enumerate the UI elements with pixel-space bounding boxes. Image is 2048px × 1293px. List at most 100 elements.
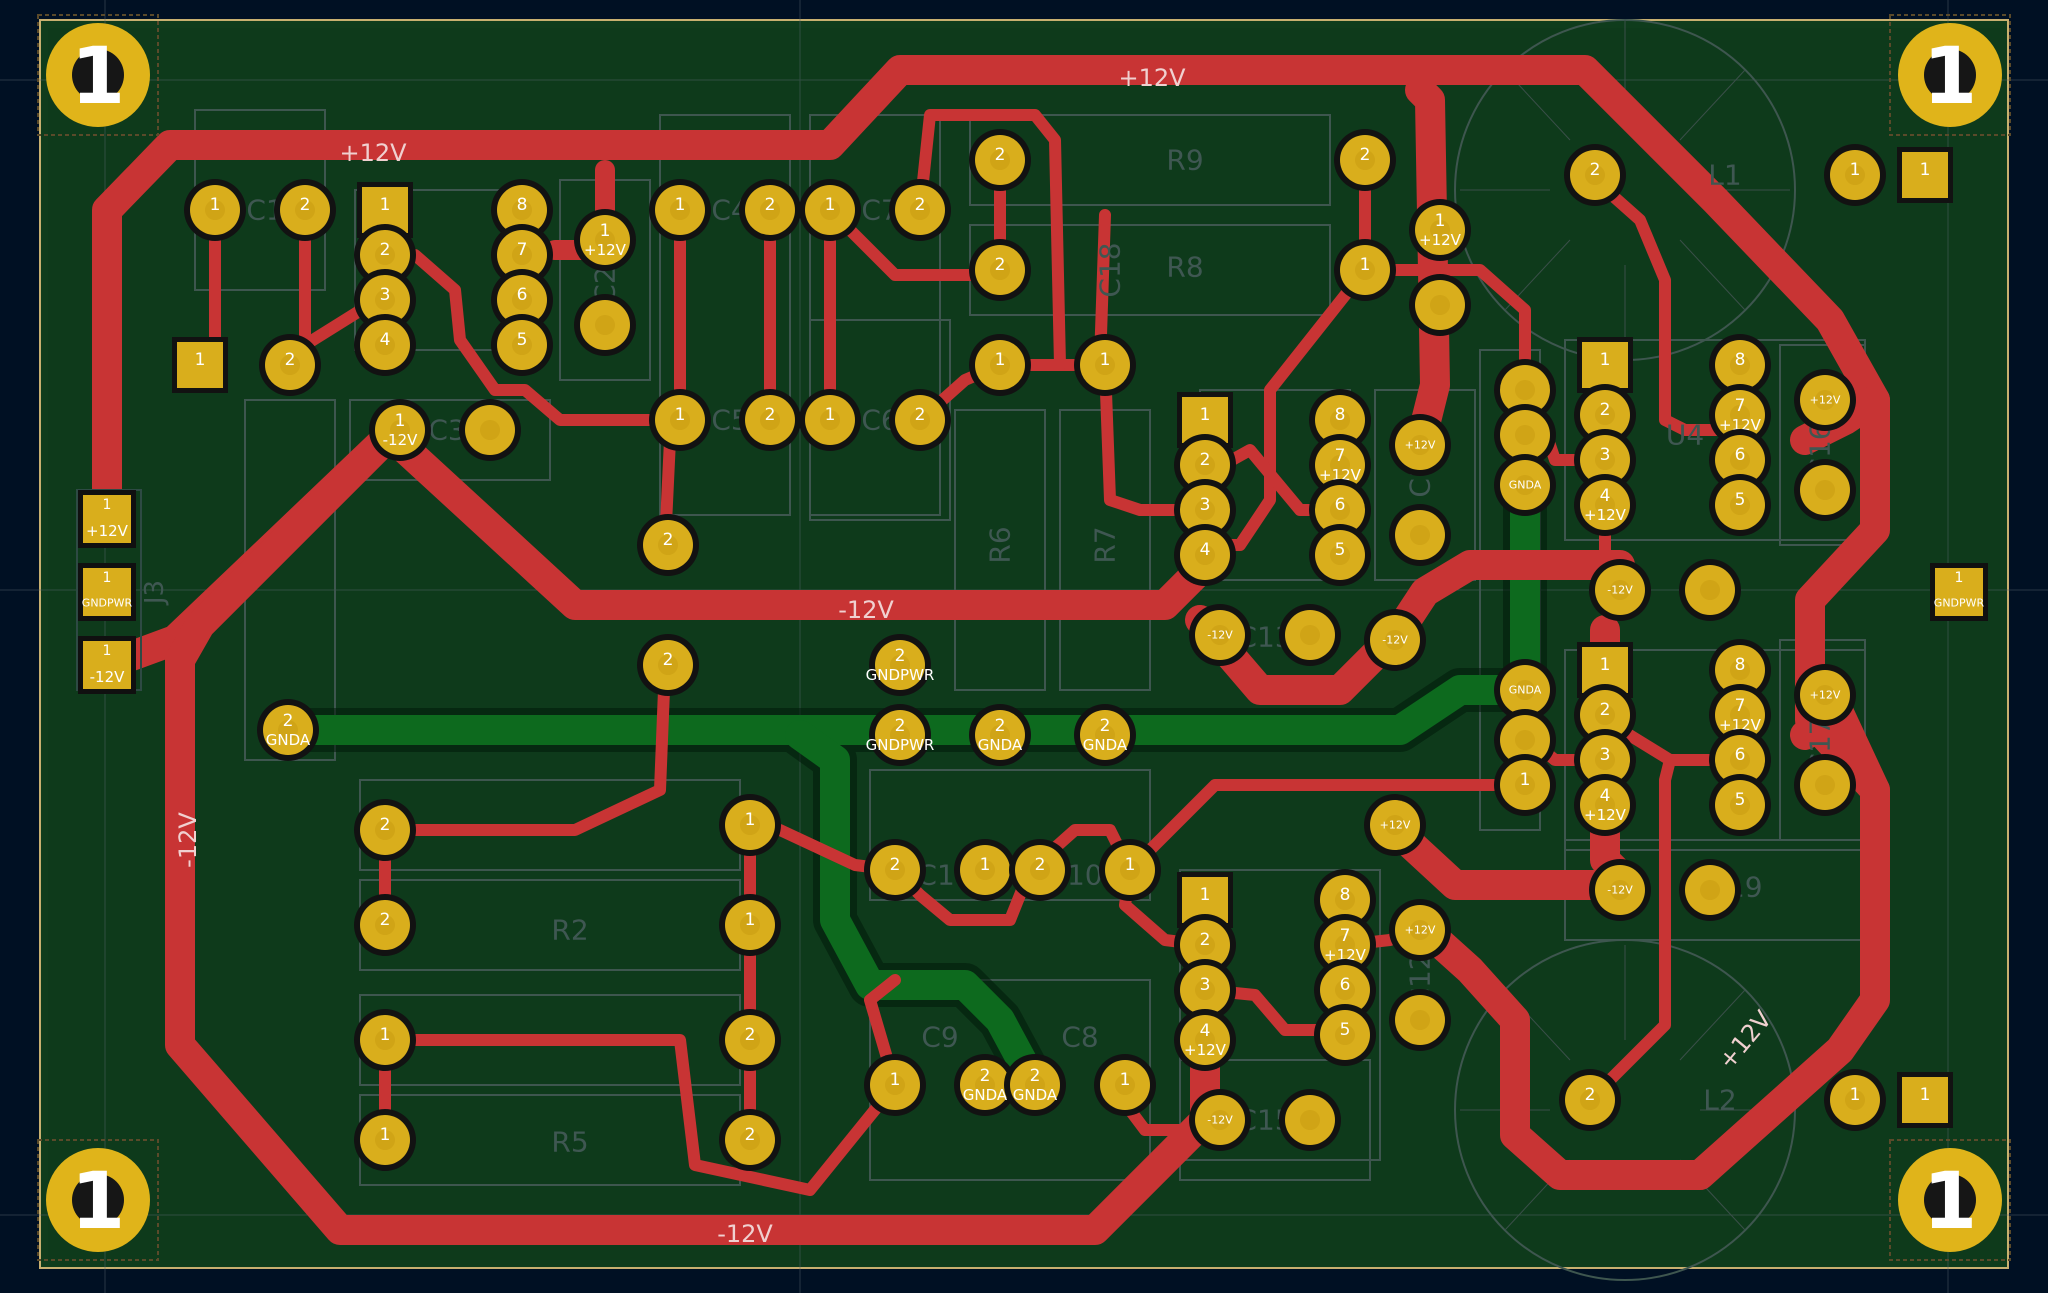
pad[interactable]: 5 (1314, 1004, 1376, 1066)
pad[interactable]: 2 (354, 894, 416, 956)
pad[interactable]: 7+12V (1709, 384, 1771, 446)
pad[interactable] (574, 294, 636, 356)
pad[interactable]: 1 (954, 839, 1016, 901)
pad[interactable] (1794, 459, 1856, 521)
pad[interactable] (1679, 559, 1741, 621)
pad[interactable]: 3 (1574, 429, 1636, 491)
pad[interactable]: 1 (1577, 642, 1633, 698)
pad[interactable]: 4 (354, 314, 416, 376)
pad[interactable]: 1+12V (1409, 199, 1471, 261)
pad[interactable]: 6 (1709, 729, 1771, 791)
pad[interactable]: 2 (354, 224, 416, 286)
pad[interactable]: 7+12V (1314, 914, 1376, 976)
pad[interactable]: 4 (1174, 524, 1236, 586)
pad[interactable]: 1 (1897, 1072, 1953, 1128)
pad[interactable]: 1 (649, 179, 711, 241)
pad[interactable]: 8 (1309, 389, 1371, 451)
pad[interactable]: -12V (1589, 859, 1651, 921)
pad[interactable]: 7 (491, 224, 553, 286)
pad[interactable]: 7+12V (1709, 684, 1771, 746)
pad[interactable]: 4+12V (1574, 474, 1636, 536)
pad[interactable]: 2 (354, 799, 416, 861)
pad[interactable]: 1 (1897, 147, 1953, 203)
pad[interactable]: 2 (637, 514, 699, 576)
pad[interactable] (1494, 404, 1556, 466)
connector-j3[interactable]: 1 +12V 1 GNDPWR 1 -12V J3 (76, 489, 170, 694)
pad[interactable]: 2 (1574, 684, 1636, 746)
pad[interactable]: 2 (739, 179, 801, 241)
pad[interactable]: 2 (1574, 384, 1636, 446)
pad[interactable]: 2 (1174, 914, 1236, 976)
pad[interactable]: 2 (1334, 129, 1396, 191)
pad[interactable]: GNDA (1494, 454, 1556, 516)
mount-hole[interactable]: 1 (37, 14, 159, 136)
pad[interactable]: 1 (1824, 1069, 1886, 1131)
pad[interactable]: 3 (1174, 959, 1236, 1021)
mount-hole[interactable]: 1 (1889, 14, 2011, 136)
pad[interactable]: 5 (1709, 774, 1771, 836)
pad[interactable] (1494, 709, 1556, 771)
pad[interactable]: 4+12V (1174, 1009, 1236, 1071)
pad[interactable]: 2 (1009, 839, 1071, 901)
pad[interactable]: 1 (719, 794, 781, 856)
pad[interactable]: 1-12V (369, 399, 431, 461)
pad[interactable]: 1+12V (574, 209, 636, 271)
pad[interactable]: 3 (354, 269, 416, 331)
pad[interactable]: 1 (354, 1109, 416, 1171)
pad[interactable]: +12V (1389, 899, 1451, 961)
pad[interactable]: 1 (354, 1009, 416, 1071)
pad[interactable]: 1 (969, 334, 1031, 396)
pad[interactable]: 2 (1564, 144, 1626, 206)
pad[interactable]: 1 (649, 389, 711, 451)
pad[interactable]: 5 (1309, 524, 1371, 586)
pad[interactable]: 1 (1334, 239, 1396, 301)
connector-right-gndpwr[interactable]: 1 GNDPWR (1930, 563, 1988, 621)
pad[interactable] (1409, 274, 1471, 336)
j3-pin-plus12v[interactable]: 1 +12V (78, 490, 136, 548)
pad[interactable]: -12V (1189, 1089, 1251, 1151)
pad[interactable]: 2 (889, 389, 951, 451)
pad[interactable]: 1 (864, 1054, 926, 1116)
pad[interactable]: 1 (719, 894, 781, 956)
pad[interactable]: 8 (491, 179, 553, 241)
pad[interactable]: -12V (1589, 559, 1651, 621)
pad[interactable]: 2 (719, 1109, 781, 1171)
pad[interactable]: 1 (1099, 839, 1161, 901)
pad[interactable]: +12V (1794, 664, 1856, 726)
mount-hole[interactable]: 1 (1889, 1139, 2011, 1261)
pad[interactable]: 6 (1309, 479, 1371, 541)
pad[interactable]: 2 (969, 129, 1031, 191)
pad[interactable]: 1 (1074, 334, 1136, 396)
pad[interactable] (1389, 989, 1451, 1051)
pad[interactable]: 2 (1559, 1069, 1621, 1131)
j3-pin-gndpwr[interactable]: 1 GNDPWR (78, 563, 136, 621)
pad[interactable]: 2 (719, 1009, 781, 1071)
pad[interactable]: 8 (1709, 334, 1771, 396)
pad[interactable] (1279, 1089, 1341, 1151)
pad[interactable] (1794, 754, 1856, 816)
pad[interactable]: 1 (799, 389, 861, 451)
pad[interactable]: 8 (1314, 869, 1376, 931)
pad[interactable]: 6 (1314, 959, 1376, 1021)
j3-pin-minus12v[interactable]: 1 -12V (78, 636, 136, 694)
pad[interactable]: +12V (1364, 794, 1426, 856)
pad[interactable]: 3 (1174, 479, 1236, 541)
pad[interactable]: 2 (637, 634, 699, 696)
pad[interactable]: 1 (1494, 754, 1556, 816)
pad[interactable]: 6 (491, 269, 553, 331)
pad[interactable]: 2 (969, 239, 1031, 301)
pad[interactable]: 8 (1709, 639, 1771, 701)
pad[interactable]: 2 (889, 179, 951, 241)
pad[interactable]: 5 (1709, 474, 1771, 536)
pad[interactable]: 1 (184, 179, 246, 241)
pad[interactable]: GNDA (1494, 659, 1556, 721)
pad[interactable]: 1 (1824, 144, 1886, 206)
pad[interactable]: 2 (739, 389, 801, 451)
